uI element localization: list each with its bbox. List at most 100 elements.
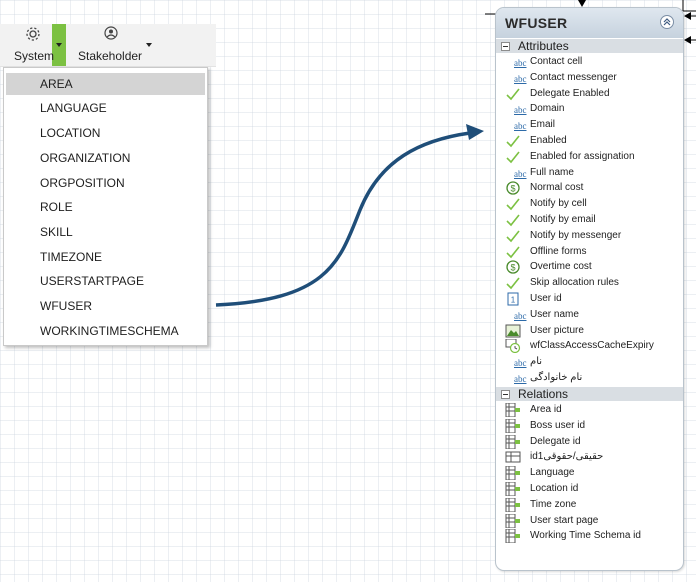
attribute-row[interactable]: User picture (496, 323, 683, 339)
menu-item-skill[interactable]: SKILL (40, 225, 73, 239)
attribute-row-label: Enabled (530, 135, 567, 146)
menu-item-area[interactable]: AREA (6, 73, 205, 95)
menu-item-orgposition[interactable]: ORGPOSITION (40, 176, 125, 190)
attribute-row[interactable]: Enabled (496, 133, 683, 149)
check-icon (505, 213, 521, 227)
attribute-row-label: User name (530, 308, 579, 320)
attribute-row[interactable]: Enabled for assignation (496, 149, 683, 165)
relation-icon (505, 528, 521, 544)
relation-row[interactable]: Boss user id (496, 418, 683, 434)
relation-row[interactable]: Time zone (496, 497, 683, 513)
attribute-row-label: Normal cost (530, 182, 584, 194)
check-icon (505, 134, 521, 148)
dollar-icon: $ (505, 181, 521, 196)
number-icon: 1 (505, 292, 521, 306)
attribute-row[interactable]: $ Normal cost (496, 180, 683, 196)
relation-row[interactable]: id1حقیقی/حقوقی (496, 449, 683, 465)
check-icon (505, 245, 521, 259)
chevron-down-icon[interactable] (146, 43, 152, 47)
attribute-row-label: User picture (530, 324, 584, 336)
attribute-row-label: Enabled for assignation (530, 150, 635, 162)
relation-row[interactable]: User start page (496, 513, 683, 529)
relation-row-label: Area id (530, 404, 562, 415)
attribute-row-label: Overtime cost (530, 261, 592, 273)
attribute-row-label: Contact cell (530, 56, 583, 67)
relation-row[interactable]: Area id (496, 402, 683, 418)
dollar-icon: $ (505, 260, 521, 275)
svg-text:1: 1 (511, 296, 516, 305)
table-icon (505, 450, 521, 464)
menu-item-userstartpage[interactable]: USERSTARTPAGE (40, 274, 145, 288)
attribute-row[interactable]: Delegate Enabled (496, 86, 683, 102)
entity-header: WFUSER (496, 8, 683, 38)
attributes-section-header[interactable]: Attributes (496, 39, 683, 53)
collapse-minus-icon[interactable] (501, 390, 510, 399)
abc-text-icon: abc (514, 73, 527, 84)
menu-item-organization[interactable]: ORGANIZATION (40, 151, 131, 165)
relation-row-label: User start page (530, 514, 599, 526)
relation-row-label: Language (530, 467, 575, 479)
attribute-row[interactable]: Notify by cell (496, 196, 683, 212)
stakeholder-button[interactable]: Stakeholder (74, 24, 158, 66)
attribute-row-label: wfClassAccessCacheExpiry (530, 340, 654, 352)
relation-icon (505, 418, 521, 434)
attribute-row[interactable]: wfClassAccessCacheExpiry (496, 338, 683, 354)
relation-icon (505, 497, 521, 513)
attribute-row[interactable]: Skip allocation rules (496, 275, 683, 291)
relation-row[interactable]: Location id (496, 481, 683, 497)
svg-text:$: $ (510, 184, 515, 194)
attribute-row-label: Contact messenger (530, 71, 617, 83)
abc-text-icon: abc (514, 310, 527, 321)
collapse-button[interactable] (660, 15, 674, 29)
relation-row[interactable]: Language (496, 465, 683, 481)
double-chevron-up-icon (663, 18, 671, 26)
relation-row-label: Working Time Schema id (530, 530, 641, 542)
chevron-down-icon (56, 43, 62, 47)
relation-row-label: Delegate id (530, 435, 581, 447)
menu-item-workingtimeschema[interactable]: WORKINGTIMESCHEMA (40, 324, 179, 338)
attribute-row[interactable]: Notify by email (496, 212, 683, 228)
stakeholder-icon (104, 26, 118, 40)
attribute-row-label: Offline forms (530, 245, 587, 257)
abc-text-icon: abc (514, 358, 527, 369)
system-button[interactable]: System (8, 24, 55, 66)
attribute-row[interactable]: Notify by messenger (496, 228, 683, 244)
abc-text-icon: abc (514, 121, 527, 132)
stakeholder-label: Stakeholder (78, 49, 143, 63)
system-label: System (14, 49, 55, 63)
menu-item-location[interactable]: LOCATION (40, 126, 101, 140)
menu-item-wfuser[interactable]: WFUSER (40, 299, 92, 313)
attribute-row-label: Notify by messenger (530, 229, 622, 241)
menu-item-language[interactable]: LANGUAGE (40, 101, 107, 115)
picture-icon (505, 324, 521, 338)
relation-row[interactable]: Working Time Schema id (496, 528, 683, 544)
collapse-minus-icon[interactable] (501, 42, 510, 51)
menu-item-role[interactable]: ROLE (40, 200, 73, 214)
attribute-row[interactable]: Offline forms (496, 244, 683, 260)
check-icon (505, 150, 521, 164)
attribute-row-label: Notify by cell (530, 198, 587, 210)
attribute-row[interactable]: $ Overtime cost (496, 259, 683, 275)
relations-section-header[interactable]: Relations (496, 387, 683, 401)
relation-row[interactable]: Delegate id (496, 434, 683, 450)
datetime-icon (505, 338, 521, 354)
entity-title: WFUSER (505, 15, 568, 31)
menu-item-timezone[interactable]: TIMEZONE (40, 250, 102, 264)
check-icon (505, 229, 521, 243)
attribute-row-label: Email (530, 119, 556, 131)
attribute-row-label: نام (530, 356, 543, 368)
attribute-row-label: Notify by email (530, 214, 596, 225)
attribute-row-label: نام خانوادگی (530, 372, 583, 383)
system-dropdown-toggle[interactable] (52, 24, 66, 66)
